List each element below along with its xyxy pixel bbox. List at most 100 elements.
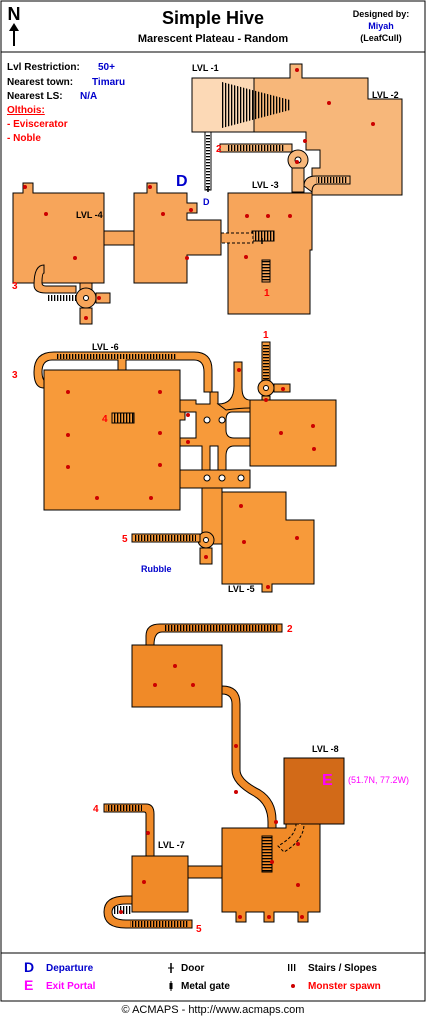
level-5-lower-room (221, 491, 315, 593)
legend-gate: Metal gate (181, 981, 230, 992)
monster-spawn-dot (158, 431, 162, 435)
monster-spawn-dot (119, 910, 123, 914)
monster-spawn-dot (148, 185, 152, 189)
level-6-room (43, 369, 186, 511)
monster-spawn-dot (158, 463, 162, 467)
label-level-6: LVL -6 (92, 342, 119, 352)
monster-spawn-dot (264, 398, 268, 402)
monster-spawn-dot (296, 883, 300, 887)
corridor-north (216, 361, 263, 411)
door-marker-d: D (203, 197, 210, 207)
level-4-east-room (133, 182, 222, 284)
monster-spawn-dot (185, 256, 189, 260)
exit-portal-marker: E (322, 772, 333, 789)
departure-marker: D (176, 173, 188, 190)
designed-by-label: Designed by: (353, 9, 410, 19)
label-level-1: LVL -1 (192, 63, 219, 73)
monster-spawn-dot (279, 431, 283, 435)
monster-spawn-dot (237, 368, 241, 372)
marker-4-middle: 4 (102, 414, 108, 425)
monster-spawn-dot (270, 860, 274, 864)
monster-spawn-dot (44, 212, 48, 216)
label-level-8: LVL -8 (312, 744, 339, 754)
nearest-town-label: Nearest town: (7, 77, 73, 88)
monster-spawn-dot (84, 316, 88, 320)
monster-spawn-dot (245, 214, 249, 218)
legend-door: Door (181, 963, 204, 974)
monster-spawn-dot (23, 185, 27, 189)
level-7-west-room (131, 855, 189, 913)
monster-spawn-dot (242, 540, 246, 544)
legend-exit-symbol: E (24, 977, 33, 993)
monster-header: Olthois: (7, 105, 45, 116)
page-title: Simple Hive (162, 8, 264, 28)
monster-spawn-dot (234, 790, 238, 794)
monster-spawn-dot (295, 160, 299, 164)
marker-5-lower: 5 (196, 924, 202, 935)
monster-spawn-dot (244, 255, 248, 259)
metal-gate-icon (169, 981, 173, 991)
monster-spawn-dot (66, 433, 70, 437)
monster-spawn-dot (266, 585, 270, 589)
monster-spawn-dot (266, 214, 270, 218)
monster-spawn-dot (204, 555, 208, 559)
legend-departure: Departure (46, 963, 94, 974)
monster-spawn-dot (73, 256, 77, 260)
monster-noble: - Noble (7, 133, 41, 144)
monster-spawn-icon (291, 984, 295, 988)
monster-spawn-dot (95, 496, 99, 500)
monster-spawn-dot (238, 915, 242, 919)
marker-3-upper: 3 (12, 281, 18, 292)
monster-spawn-dot (161, 212, 165, 216)
doors (207, 186, 263, 244)
monster-spawn-dot (186, 413, 190, 417)
stairs-level-3-west (251, 230, 275, 242)
north-label: N (8, 4, 21, 24)
corridor-winding (221, 685, 277, 829)
nearest-ls-label: Nearest LS: (7, 91, 63, 102)
link-markers: 2 1 3 1 3 4 5 2 4 5 (12, 144, 293, 935)
rubble-label: Rubble (141, 564, 172, 574)
monster-spawn-dot (327, 101, 331, 105)
monster-spawn-dot (189, 208, 193, 212)
monster-spawn-dot (191, 683, 195, 687)
label-level-4: LVL -4 (76, 210, 103, 220)
marker-3-middle: 3 (12, 370, 18, 381)
level-5-upper-room (249, 399, 337, 467)
footer-credit[interactable]: © ACMAPS - http://www.acmaps.com (122, 1004, 305, 1016)
exit-coordinates: (51.7N, 77.2W) (348, 775, 409, 785)
monster-spawn-dot (295, 536, 299, 540)
marker-2-upper: 2 (216, 144, 222, 155)
level-3-room (227, 192, 313, 315)
monster-spawn-dot (234, 744, 238, 748)
marker-1-upper: 1 (264, 288, 270, 299)
monster-spawn-dot (312, 447, 316, 451)
corridor-to-lvl3 (291, 167, 305, 193)
legend-spawn: Monster spawn (308, 981, 381, 992)
corridor-4-lower (103, 803, 155, 857)
monster-spawn-dot (311, 424, 315, 428)
monster-spawn-dot (97, 296, 101, 300)
stairs-icon (287, 964, 297, 971)
monster-spawn-dot (239, 504, 243, 508)
corridor-3-lvl4 (33, 264, 77, 294)
monster-spawn-dot (158, 390, 162, 394)
designer-alias: (LeafCull) (360, 33, 402, 43)
monster-spawn-dot (66, 465, 70, 469)
stairs-level-6 (111, 412, 135, 424)
designer-name: Miyah (368, 21, 394, 31)
lvl-restriction-label: Lvl Restriction: (7, 62, 80, 73)
marker-4-lower: 4 (93, 804, 99, 815)
monster-spawn-dot (296, 842, 300, 846)
lvl-restriction-value: 50+ (98, 62, 115, 73)
north-arrow: N (8, 4, 21, 46)
monster-spawn-dot (142, 880, 146, 884)
stairs-level-3-down (261, 259, 271, 283)
monster-spawn-dot (371, 122, 375, 126)
legend-departure-symbol: D (24, 959, 34, 975)
hub-corridors (179, 391, 251, 471)
monster-spawn-dot (146, 831, 150, 835)
marker-5-middle: 5 (122, 534, 128, 545)
nearest-ls-value: N/A (80, 91, 97, 102)
